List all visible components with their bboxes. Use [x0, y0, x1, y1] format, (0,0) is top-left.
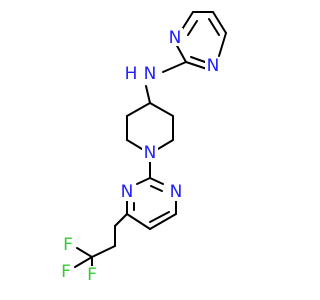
bond-chain-cb-cf3: [91, 245, 116, 258]
bond-pip-c2-n: [157, 139, 174, 150]
atom-labels: N N N H N N N F F F: [58, 28, 221, 285]
atom-nh-n: N: [144, 64, 157, 84]
bond-pip-c4-c3: [149, 102, 174, 117]
bond-top-c4-n3: [218, 32, 227, 57]
bond-top-c5-c4-inner: [208, 18, 220, 36]
molecule-structure: N N N H N N N F F F: [58, 11, 227, 285]
trifluoropropyl-chain: [74, 213, 128, 271]
atom-n-bottom-3: N: [170, 182, 183, 202]
piperidine-ring: [126, 102, 174, 150]
bond-bot-c4-c5-inner: [149, 211, 170, 223]
bond-top-c2-n1: [175, 43, 187, 63]
bond-top-n3-c2: [185, 61, 208, 70]
bond-bot-c5-c6: [126, 213, 151, 230]
bond-cf3-f-top: [76, 247, 93, 258]
bond-bot-n1-c2: [136, 177, 151, 185]
bond-top-n3-c2-inner: [190, 56, 206, 63]
atom-n-piperidine: N: [144, 143, 157, 163]
bond-top-n1-c6-inner: [187, 20, 198, 36]
bond-top-n1-c6: [180, 11, 194, 32]
atom-n-top-3: N: [207, 56, 220, 76]
bond-bot-c4-c5: [149, 213, 177, 230]
atom-n-bottom-1: N: [121, 182, 134, 202]
bond-nh-c4pip: [145, 85, 151, 104]
atom-f-top: F: [63, 235, 73, 255]
bond-pip-c5-c4: [126, 102, 151, 117]
bond-top-c5-c4: [212, 11, 227, 34]
atom-f-bottom: F: [87, 265, 97, 285]
atom-f-left: F: [61, 262, 71, 282]
atom-nh-h: H: [125, 64, 138, 84]
atom-n-top-1: N: [169, 28, 182, 48]
pyrimidine-ring-bottom: [126, 177, 177, 230]
bond-pip-n-c6: [126, 139, 143, 150]
pyrimidine-ring-top: [175, 11, 227, 70]
amine-linker: [145, 61, 187, 104]
bond-c2-nh: [162, 61, 187, 73]
bond-bot-c2-n3-inner: [150, 185, 163, 192]
bond-cf3-f-left: [74, 256, 93, 268]
bond-bot-c2-n3: [149, 177, 164, 185]
bond-chain-c6-ca: [114, 213, 128, 227]
